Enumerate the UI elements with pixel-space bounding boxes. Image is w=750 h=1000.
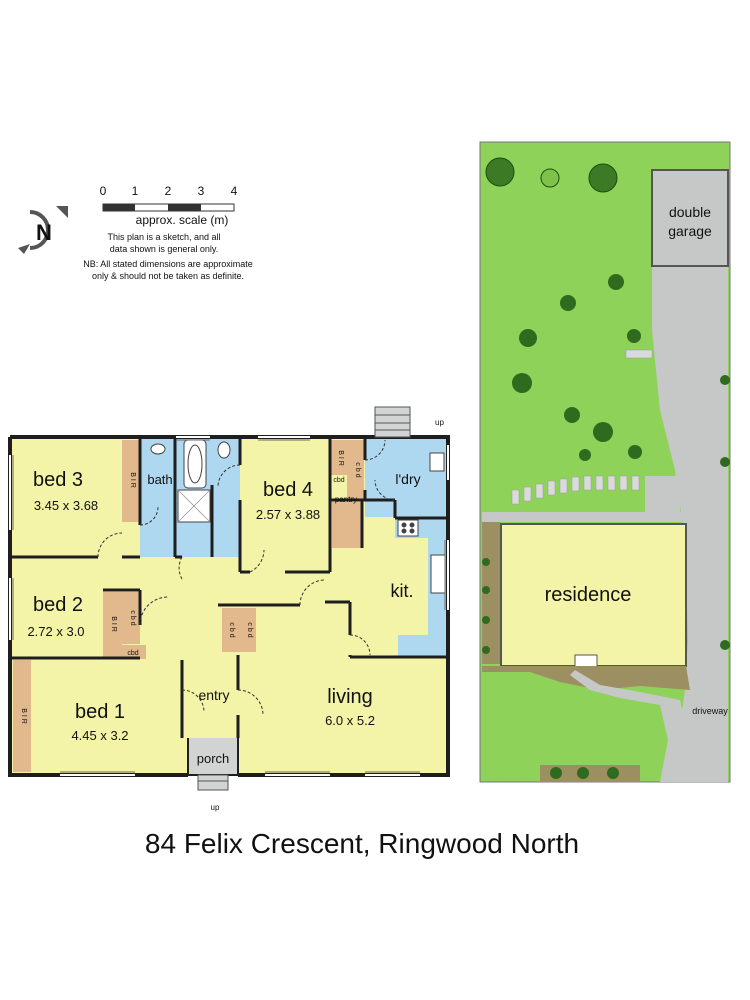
hall-cupboard-right (239, 608, 256, 652)
bed1-robe (13, 660, 31, 772)
kitchen-bench (395, 518, 448, 657)
garage-label-line1: double (669, 204, 711, 220)
front-steps-up-label: up (211, 803, 220, 812)
scale-bar: 0 1 2 3 4 approx. scale (m) This plan is… (83, 184, 253, 281)
bed2-cupboard (122, 592, 140, 644)
room-name-bath: bath (147, 472, 172, 487)
cupboard-label: c b d (354, 462, 361, 477)
scale-tick-label: 0 (100, 184, 107, 198)
bathtub-icon (183, 439, 207, 489)
room-name-bed2: bed 2 (33, 594, 83, 616)
north-compass-icon: N (18, 206, 68, 254)
cupboard-label: cbd (333, 477, 344, 484)
site-plan: double garage residence driveway (479, 141, 731, 783)
driveway-label: driveway (692, 706, 728, 716)
room-name-kitchen: kit. (390, 581, 413, 601)
laundry-area (365, 437, 448, 517)
residence-label: residence (545, 584, 632, 606)
room-name-bed1: bed 1 (75, 701, 125, 723)
room-name-entry: entry (198, 687, 229, 703)
basin-icon (150, 443, 166, 455)
rear-steps-up-label: up (435, 418, 444, 427)
scale-caption: approx. scale (m) (136, 213, 229, 227)
garage-building (651, 169, 729, 267)
garage-label-line2: garage (668, 223, 712, 239)
cupboard-label: c b d (246, 622, 253, 637)
scale-tick-label: 4 (231, 184, 238, 198)
room-dims-bed1: 4.45 x 3.2 (71, 728, 128, 743)
north-letter: N (36, 220, 52, 245)
plan-disclaimer-line: only & should not be taken as definite. (92, 271, 244, 281)
robe-label: B I R (20, 708, 27, 724)
pantry-cupboard (332, 502, 362, 548)
robe-label: B I R (110, 616, 117, 632)
kitchen-sink-icon (430, 554, 446, 594)
room-name-laundry: l'dry (395, 471, 420, 487)
cupboard-label: c b d (129, 610, 136, 625)
room-name-porch: porch (197, 751, 230, 766)
room-name-bed3: bed 3 (33, 469, 83, 491)
cooktop-icon (397, 519, 419, 537)
driveway-area (652, 265, 728, 782)
bed4-robe (331, 440, 347, 475)
bed4-cupboard (347, 440, 364, 500)
property-address: 84 Felix Crescent, Ringwood North (145, 828, 579, 859)
plan-disclaimer-line: data shown is general only. (110, 244, 218, 254)
robe-label: B I R (337, 450, 344, 466)
scale-tick-label: 2 (165, 184, 172, 198)
room-name-pantry: pantry (335, 495, 357, 504)
hall-cupboard-left (222, 608, 239, 652)
room-name-bed4: bed 4 (263, 479, 313, 501)
cupboard-label: cbd (127, 650, 138, 657)
room-dims-bed4: 2.57 x 3.88 (256, 507, 320, 522)
porch-area (188, 738, 238, 775)
bed3-robe (122, 440, 140, 522)
floor-plan: up up bed 3 3.45 x 3.68 bed 4 2.57 x 3.8… (8, 406, 450, 812)
room-dims-bed3: 3.45 x 3.68 (34, 498, 98, 513)
plan-disclaimer-line: This plan is a sketch, and all (107, 232, 220, 242)
toilet-icon (217, 441, 231, 459)
bed2-robe (103, 592, 122, 657)
laundry-sink-icon (429, 452, 445, 472)
front-steps (197, 774, 229, 791)
room-name-living: living (327, 686, 373, 708)
room-dims-living: 6.0 x 5.2 (325, 713, 375, 728)
palm-icon (482, 274, 730, 779)
tree-icon (485, 157, 618, 193)
scale-tick-label: 1 (132, 184, 139, 198)
plan-disclaimer-line: NB: All stated dimensions are approximat… (83, 259, 253, 269)
rear-steps (374, 406, 411, 438)
bed2-cupboard-lower (122, 645, 146, 659)
robe-label: B I R (129, 472, 136, 488)
cupboard-label: c b d (228, 622, 235, 637)
scale-tick-label: 3 (198, 184, 205, 198)
room-dims-bed2: 2.72 x 3.0 (27, 624, 84, 639)
